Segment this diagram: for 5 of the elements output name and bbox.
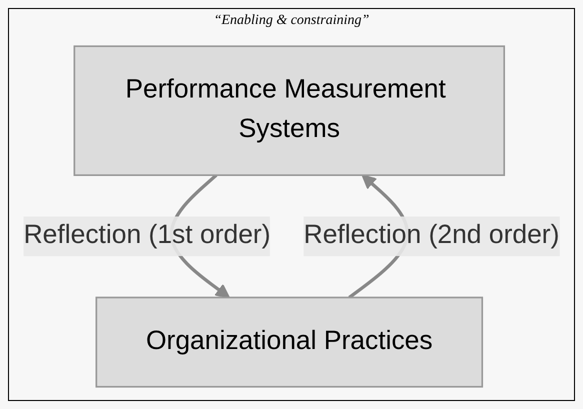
- edge-label: Reflection (2nd order): [304, 221, 560, 250]
- node-box: Performance Measurement Systems: [74, 45, 506, 176]
- edge-label: Reflection (1st order): [24, 221, 271, 250]
- node-box: Organizational Practices: [96, 296, 484, 388]
- note-text: “Enabling & constraining”: [214, 13, 370, 29]
